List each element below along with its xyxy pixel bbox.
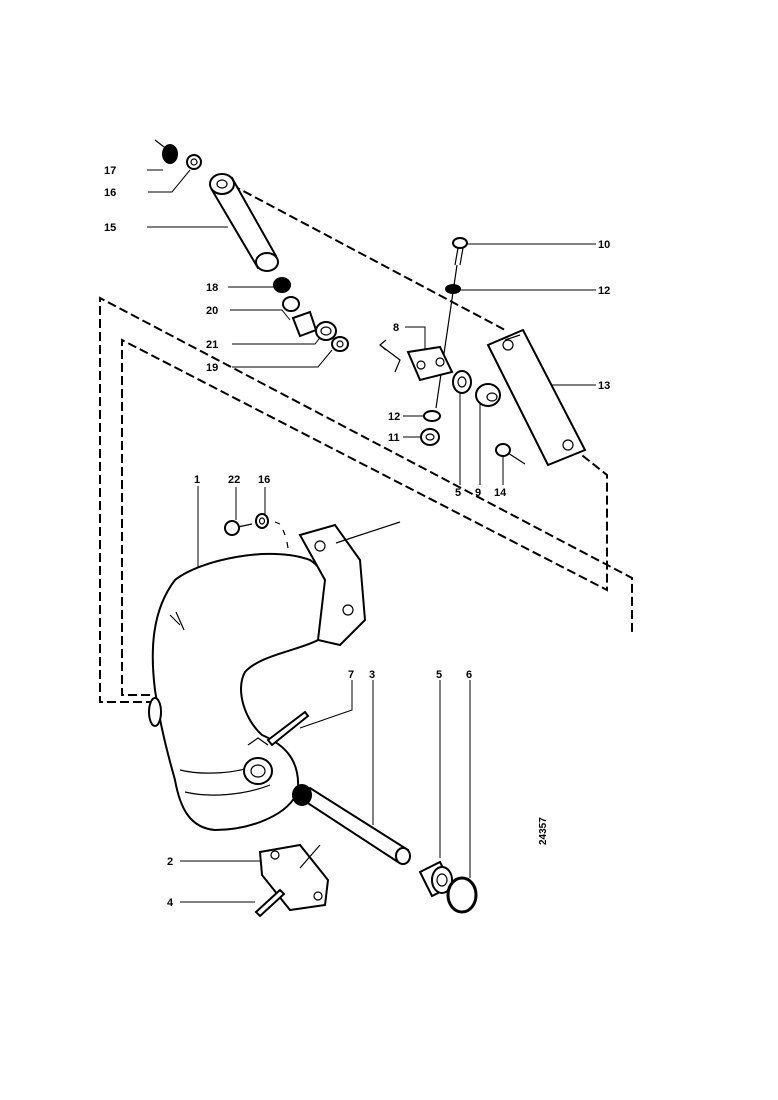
o-ring-6 — [446, 876, 478, 914]
callout-12-upper: 12 — [598, 285, 610, 297]
bushing-5-upper — [452, 370, 472, 394]
connecting-rod-15 — [209, 173, 291, 293]
bolt-22 — [224, 520, 253, 536]
callout-5-lower: 5 — [436, 669, 442, 681]
bushing-21 — [315, 321, 337, 341]
callout-19: 19 — [206, 362, 218, 374]
callout-22: 22 — [228, 474, 240, 486]
callout-15: 15 — [104, 222, 116, 234]
callout-7: 7 — [348, 669, 354, 681]
assembly-line-outer — [99, 296, 633, 703]
callout-20: 20 — [206, 305, 218, 317]
callout-21: 21 — [206, 339, 218, 351]
callout-9: 9 — [475, 487, 481, 499]
callout-13: 13 — [598, 380, 610, 392]
callout-4: 4 — [167, 897, 174, 909]
callout-3: 3 — [369, 669, 375, 681]
elbow-housing-1 — [148, 521, 401, 832]
bracket-8 — [406, 345, 454, 382]
drawing-code: 24357 — [538, 817, 549, 845]
washer-12-upper — [445, 284, 461, 294]
callout-18: 18 — [206, 282, 218, 294]
washer-12-lower — [423, 410, 441, 422]
stud-arrow — [379, 339, 401, 373]
callout-8: 8 — [393, 322, 399, 334]
ball-joint-20 — [282, 296, 318, 338]
nut-19 — [331, 336, 349, 352]
assembly-line-inner — [121, 338, 608, 696]
washer-16-upper — [186, 154, 202, 170]
nut-11 — [420, 428, 440, 446]
lever-13 — [486, 328, 587, 467]
callout-10: 10 — [598, 239, 610, 251]
bolt-14 — [495, 443, 526, 465]
spacer-9 — [475, 383, 501, 407]
callout-5-upper: 5 — [455, 487, 461, 499]
callout-17: 17 — [104, 165, 116, 177]
callout-6: 6 — [466, 669, 472, 681]
callout-1: 1 — [194, 474, 200, 486]
callout-labels: 17 16 15 18 20 21 19 10 12 8 13 12 11 5 … — [104, 165, 610, 909]
callout-16-lower: 16 — [258, 474, 270, 486]
shaft-3 — [292, 784, 411, 865]
knob-17 — [154, 139, 178, 164]
callout-11: 11 — [388, 432, 400, 444]
washer-16-lower — [255, 513, 269, 529]
callout-12-lower: 12 — [388, 411, 400, 423]
stud-7 — [266, 710, 310, 747]
callout-14: 14 — [494, 487, 507, 499]
callout-2: 2 — [167, 856, 173, 868]
bolt-4 — [254, 888, 286, 918]
dots-22 — [274, 521, 289, 549]
callout-16: 16 — [104, 187, 116, 199]
